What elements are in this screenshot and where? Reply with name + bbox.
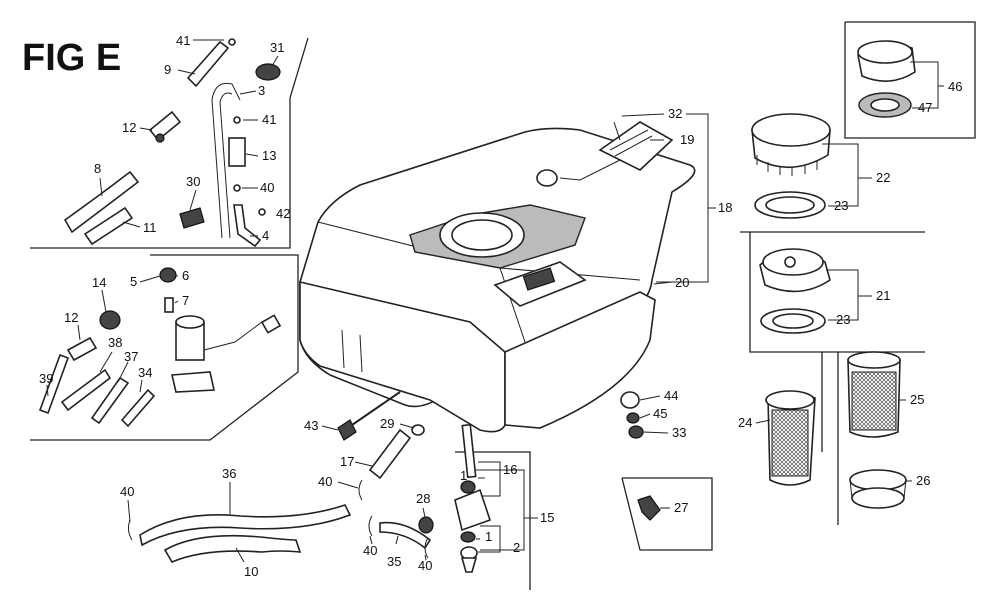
fuel-strainers xyxy=(765,351,907,509)
callout-label: 5 xyxy=(130,274,137,289)
callout-label: 29 xyxy=(380,416,394,431)
callout-label: 37 xyxy=(124,349,138,364)
callout-label: 22 xyxy=(876,170,890,185)
fuel-gauge-assembly xyxy=(536,121,674,187)
callout-label: 24 xyxy=(738,415,752,430)
callout-label: 18 xyxy=(718,200,732,215)
section-frames xyxy=(30,21,976,590)
callout-label: 7 xyxy=(182,293,189,308)
figure-title: FIG E xyxy=(22,37,121,79)
callout-label: 31 xyxy=(270,40,284,55)
callout-label: 36 xyxy=(222,466,236,481)
callout-label: 32 xyxy=(668,106,682,121)
callout-label: 15 xyxy=(540,510,554,525)
washers-44-45-33 xyxy=(620,391,644,439)
callout-label: 41 xyxy=(262,112,276,127)
callout-label: 9 xyxy=(164,62,171,77)
callout-label: 40 xyxy=(318,474,332,489)
callout-label: 44 xyxy=(664,388,678,403)
callout-label: 47 xyxy=(918,100,932,115)
callout-label: 46 xyxy=(948,79,962,94)
callout-label: 35 xyxy=(387,554,401,569)
callout-label: 41 xyxy=(176,33,190,48)
callout-label: 3 xyxy=(258,83,265,98)
callout-label: 45 xyxy=(653,406,667,421)
callout-label: 23 xyxy=(836,312,850,327)
callout-label: 40 xyxy=(418,558,432,573)
callout-label: 40 xyxy=(120,484,134,499)
leader-lines xyxy=(46,39,944,563)
callout-label: 2 xyxy=(513,540,520,555)
callout-label: 19 xyxy=(680,132,694,147)
callout-label: 43 xyxy=(304,418,318,433)
callout-label: 8 xyxy=(94,161,101,176)
callout-label: 39 xyxy=(39,371,53,386)
hoses xyxy=(38,40,432,564)
callout-label: 25 xyxy=(910,392,924,407)
callout-label: 1 xyxy=(485,529,492,544)
callout-label: 40 xyxy=(363,543,377,558)
callout-label: 40 xyxy=(260,180,274,195)
callout-label: 12 xyxy=(122,120,136,135)
callout-label: 13 xyxy=(262,148,276,163)
fuel-cap-46 xyxy=(857,40,916,118)
callout-label: 12 xyxy=(64,310,78,325)
fuel-tank-20 xyxy=(299,127,696,433)
callout-label: 23 xyxy=(834,198,848,213)
callout-label: 21 xyxy=(876,288,890,303)
callout-label: 42 xyxy=(276,206,290,221)
fuel-cap-21 xyxy=(759,248,831,334)
callout-label: 11 xyxy=(143,220,157,235)
fuel-valve-assembly xyxy=(418,423,492,573)
callout-label: 26 xyxy=(916,473,930,488)
callout-label: 38 xyxy=(108,335,122,350)
callout-label: 4 xyxy=(262,228,269,243)
callout-label: 33 xyxy=(672,425,686,440)
callout-labels: 1 1 2 3 4 5 6 7 8 9 10 11 12 12 13 14 15… xyxy=(39,33,962,579)
callout-label: 14 xyxy=(92,275,106,290)
callout-label: 17 xyxy=(340,454,354,469)
callout-label: 34 xyxy=(138,365,152,380)
callout-label: 28 xyxy=(416,491,430,506)
callout-label: 27 xyxy=(674,500,688,515)
callout-label: 10 xyxy=(244,564,258,579)
callout-label: 30 xyxy=(186,174,200,189)
fittings xyxy=(66,38,429,559)
callout-label: 6 xyxy=(182,268,189,283)
fuel-cap-22 xyxy=(751,113,831,219)
callout-label: 16 xyxy=(503,462,517,477)
part-27 xyxy=(637,495,661,521)
callout-label: 1 xyxy=(460,468,467,483)
callout-label: 20 xyxy=(675,275,689,290)
